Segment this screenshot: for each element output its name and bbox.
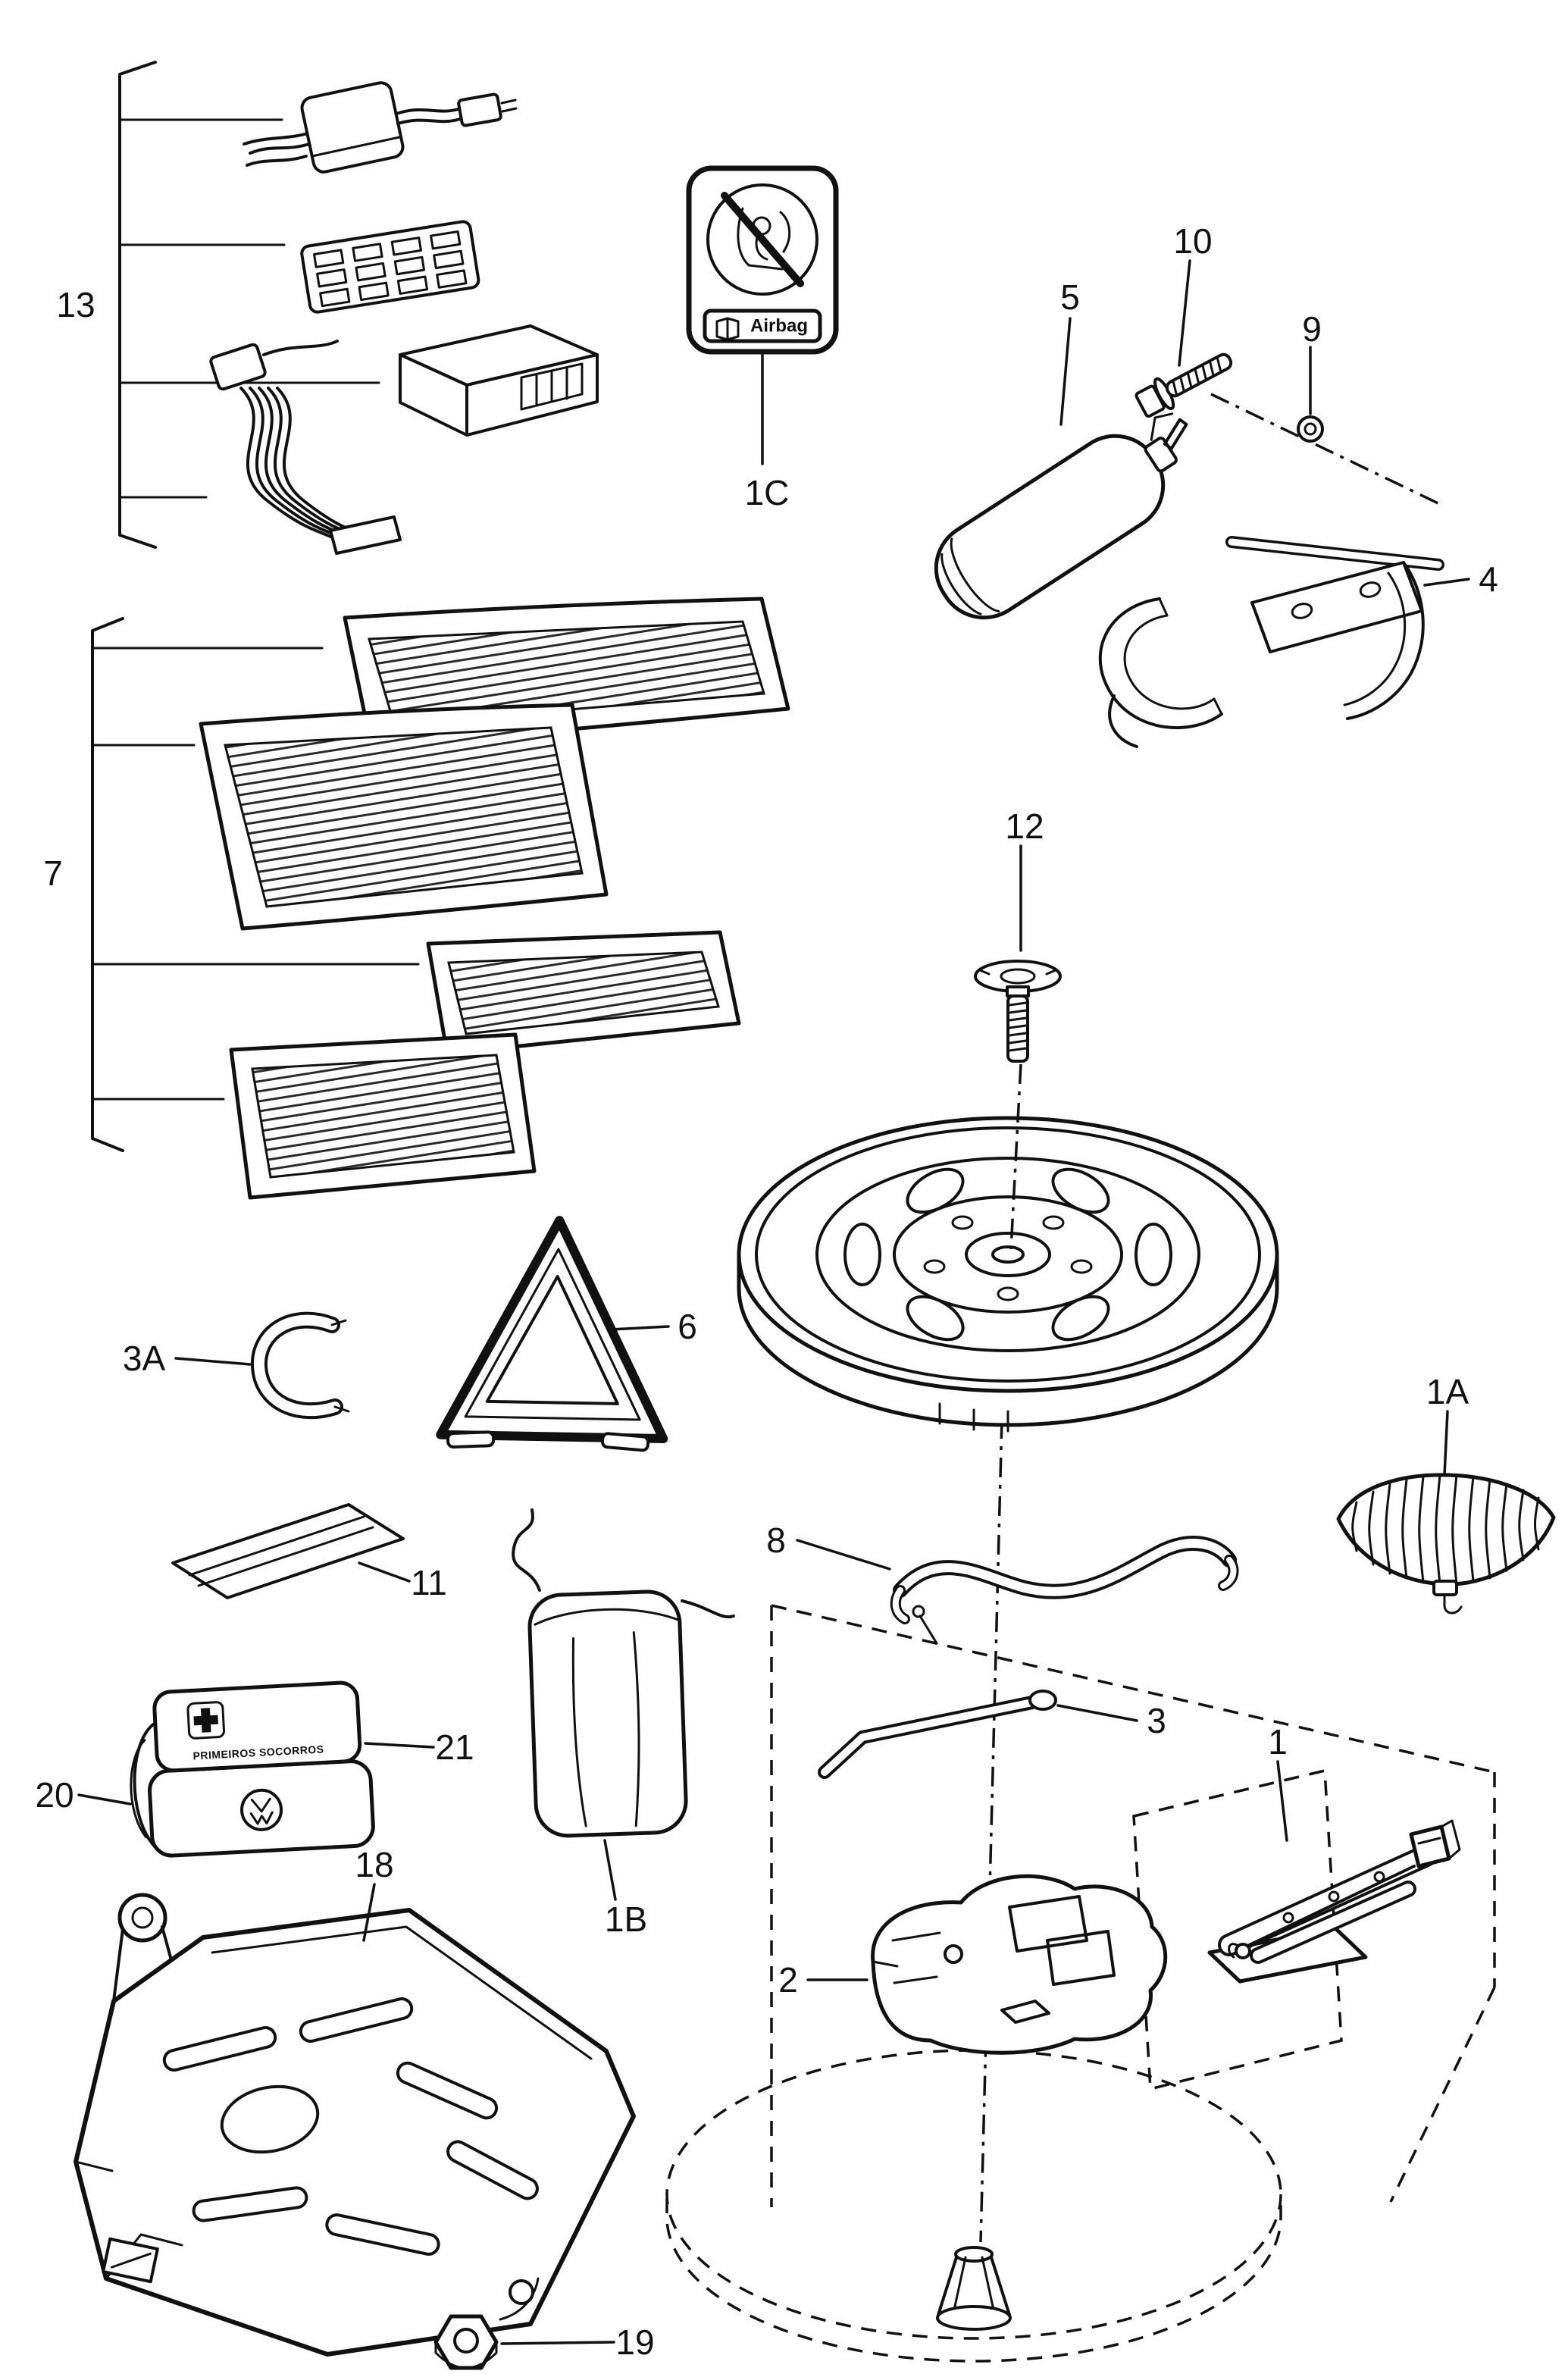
bracket-13 <box>118 61 157 549</box>
callout-1A: 1A <box>1426 1372 1469 1411</box>
callout-12: 12 <box>1005 806 1044 846</box>
wing-bolt: 12 <box>974 806 1062 1063</box>
callout-8: 8 <box>766 1521 786 1560</box>
floor-mat-4 <box>229 1032 537 1200</box>
bag-drawstring <box>512 1508 541 1592</box>
prohibition-slash-icon <box>721 192 804 287</box>
fire-extinguisher: 5 <box>934 277 1188 620</box>
callout-9: 9 <box>1302 309 1322 349</box>
callout-1: 1 <box>1268 1722 1288 1762</box>
callout-11: 11 <box>411 1563 447 1602</box>
strap-ribs <box>1351 1474 1540 1586</box>
callout-6: 6 <box>678 1307 697 1346</box>
callout-1C: 1C <box>745 473 790 512</box>
callout-3A: 3A <box>123 1339 166 1378</box>
tool-bag: 1B <box>512 1508 735 1939</box>
wheel-well-outline <box>665 2049 1282 2340</box>
tow-loop-strap: 1A <box>1336 1372 1556 1615</box>
sticker-sheet: 11 <box>171 1503 447 1602</box>
plate-slots <box>162 1997 539 2256</box>
callout-4: 4 <box>1479 559 1498 599</box>
wheel-wrench: 3 <box>818 1690 1166 1779</box>
alarm-harness <box>209 340 402 555</box>
jack: 1 <box>1207 1722 1461 1984</box>
airbag-sign-text: Airbag <box>750 316 808 337</box>
skid-plate: 18 <box>74 1845 636 2357</box>
bracket-7 <box>91 617 124 1152</box>
hex-nut: 19 <box>433 2314 655 2370</box>
wheel-vent-holes <box>843 1167 1172 1342</box>
callout-19: 19 <box>615 2322 654 2362</box>
book-icon <box>715 317 740 341</box>
alarm-ecu <box>399 324 599 437</box>
alarm-keypad <box>300 220 480 314</box>
tow-hook: 3A <box>123 1311 350 1420</box>
callout-18: 18 <box>355 1845 393 1884</box>
tool-tray: 2 <box>778 1874 1168 2055</box>
callout-5: 5 <box>1060 277 1080 317</box>
first-aid-kit: PRIMEIROS SOCORROS 21 20 <box>35 1680 474 1858</box>
wheel-retainer: 8 <box>766 1521 1239 1645</box>
floor-mats-group: 7 <box>43 597 790 1200</box>
callout-3: 3 <box>1147 1701 1166 1740</box>
alarm-control-unit <box>243 81 518 174</box>
wheel-bolt-holes <box>923 1215 1093 1301</box>
callout-20: 20 <box>35 1775 74 1815</box>
floor-mat-2 <box>199 703 609 931</box>
mounting-bolt: 10 <box>1135 221 1233 418</box>
callout-10: 10 <box>1173 221 1212 261</box>
floor-mat-3 <box>426 930 741 1056</box>
alarm-system-group: 13 <box>56 61 599 555</box>
callout-21: 21 <box>435 1727 474 1767</box>
callout-7: 7 <box>43 853 63 893</box>
airbag-warning-label: Airbag 1C <box>686 165 839 512</box>
vw-logo <box>240 1788 283 1831</box>
washer: 9 <box>1297 309 1324 443</box>
warning-triangle: 6 <box>436 1216 697 1452</box>
extinguisher-bracket: 4 <box>1098 536 1498 748</box>
wheel-well-cone <box>936 2246 1012 2331</box>
spare-wheel <box>737 1063 1279 1433</box>
callout-13: 13 <box>56 285 95 324</box>
plate-hole <box>220 2084 320 2154</box>
red-cross-icon <box>186 1701 226 1740</box>
callout-1B: 1B <box>605 1900 647 1939</box>
callout-2: 2 <box>778 1960 798 2000</box>
